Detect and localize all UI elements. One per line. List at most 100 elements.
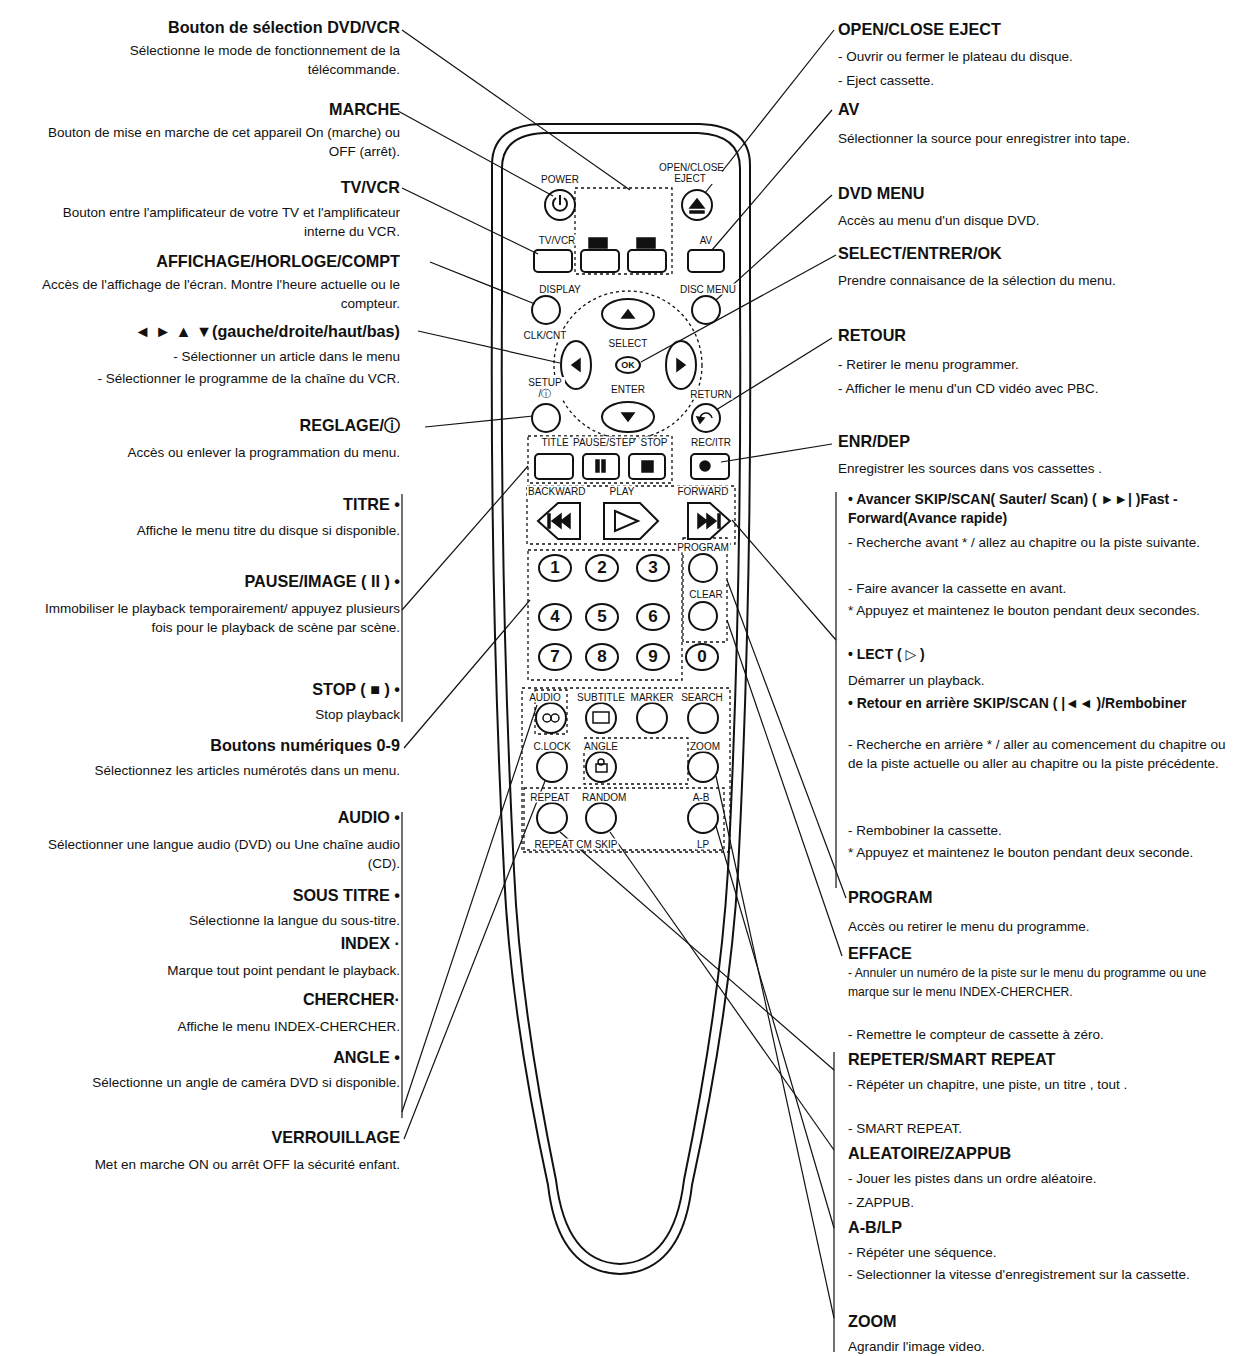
callout-heading: AV xyxy=(838,100,1231,119)
remote-button xyxy=(628,250,666,272)
remote-button xyxy=(689,602,717,630)
remote-button xyxy=(688,803,718,833)
callout-heading: ANGLE • xyxy=(36,1048,400,1067)
button-label: ZOOM xyxy=(689,741,721,752)
number-button: 4 xyxy=(538,603,572,631)
number-button: 3 xyxy=(636,554,670,582)
leader-line xyxy=(404,781,545,1139)
button-icon xyxy=(598,759,604,765)
leader-line xyxy=(401,494,402,722)
callout-text: - Annuler un numéro de la piste sur le m… xyxy=(848,964,1231,1002)
button-label: AV xyxy=(699,235,714,246)
callout-heading: TV/VCR xyxy=(36,178,400,197)
button-number: 2 xyxy=(597,558,606,578)
callout-text: * Appuyez et maintenez le bouton pendant… xyxy=(848,844,1231,863)
remote-button xyxy=(604,503,658,539)
dashed-group-frame xyxy=(528,436,672,483)
button-label: PROGRAM xyxy=(676,542,730,553)
button-label: SEARCH xyxy=(680,692,724,703)
callout-text: - Faire avancer la cassette en avant. xyxy=(848,580,1231,599)
remote-button xyxy=(586,703,616,733)
button-label: PLAY xyxy=(609,486,636,497)
callout-text: - Ouvrir ou fermer le plateau du disque. xyxy=(838,48,1231,67)
remote-button xyxy=(583,454,619,479)
remote-button xyxy=(692,404,720,432)
button-label: SETUP /ⓘ xyxy=(525,377,565,399)
button-label: PAUSE/STEP xyxy=(572,437,634,448)
callout-heading: ◄ ► ▲ ▼(gauche/droite/haut/bas) xyxy=(36,322,400,341)
leader-line xyxy=(430,262,535,304)
leader-line xyxy=(833,1052,834,1352)
callout-text: Enregistrer les sources dans vos cassett… xyxy=(838,460,1231,479)
number-button: 2 xyxy=(585,554,619,582)
callout-heading: REPETER/SMART REPEAT xyxy=(848,1050,1231,1069)
button-label: TITLE xyxy=(540,437,569,448)
callout-heading: RETOUR xyxy=(838,326,1231,345)
leader-line xyxy=(560,832,834,1070)
callout-heading: PROGRAM xyxy=(848,888,1231,907)
callout-heading: ALEATOIRE/ZAPPUB xyxy=(848,1144,1231,1163)
callout-text: Affiche le menu titre du disque si dispo… xyxy=(36,522,400,541)
callout-text: Accès ou retirer le menu du programme. xyxy=(848,918,1231,937)
dashed-group-frame xyxy=(584,738,688,784)
remote-button xyxy=(535,454,573,479)
button-label: FORWARD xyxy=(676,486,729,497)
remote-button xyxy=(602,402,654,432)
remote-button xyxy=(538,503,580,539)
callout-text: Bouton entre l'amplificateur de votre TV… xyxy=(36,204,400,242)
remote-housing xyxy=(492,124,751,1274)
button-icon xyxy=(642,461,653,472)
button-icon xyxy=(551,714,559,722)
leader-line xyxy=(716,338,832,410)
button-label: SELECT xyxy=(608,338,649,349)
dashed-group-frame xyxy=(554,291,702,439)
button-icon xyxy=(543,195,720,772)
button-number: 3 xyxy=(648,558,657,578)
callout-heading: SELECT/ENTRER/OK xyxy=(838,244,1231,263)
callout-heading: Bouton de sélection DVD/VCR xyxy=(36,18,400,37)
leader-line xyxy=(712,110,832,250)
callout-text: - Selectionner la vitesse d'enregistreme… xyxy=(848,1266,1231,1285)
callout-text: - Remettre le compteur de cassette à zér… xyxy=(848,1026,1231,1045)
button-number: 4 xyxy=(550,607,559,627)
button-icon xyxy=(718,514,720,528)
callout-text: Accès ou enlever la programmation du men… xyxy=(36,444,400,463)
number-button: 5 xyxy=(585,603,619,631)
callout-heading: STOP ( ■ ) • xyxy=(36,680,400,699)
dashed-group-frame xyxy=(683,538,727,642)
callout-text: - Sélectionner le programme de la chaîne… xyxy=(36,370,400,389)
button-label: OPEN/CLOSE EJECT xyxy=(658,162,722,184)
callout-text: Démarrer un playback. xyxy=(848,672,1231,691)
dashed-group-frame xyxy=(528,550,682,680)
leader-line xyxy=(610,832,834,1150)
callout-text: * Appuyez et maintenez le bouton pendant… xyxy=(848,602,1231,621)
button-label: ENTER xyxy=(610,384,646,395)
button-icon xyxy=(622,413,634,421)
button-number: 7 xyxy=(550,647,559,667)
callout-text: - Retirer le menu programmer. xyxy=(838,356,1231,375)
number-button: 6 xyxy=(636,603,670,631)
button-icon xyxy=(589,238,607,248)
button-icon xyxy=(596,460,599,472)
leader-line xyxy=(732,520,836,640)
remote-button xyxy=(692,296,720,324)
leader-line xyxy=(641,255,836,362)
callout-heading: REGLAGE/ⓘ xyxy=(36,416,400,435)
callout-heading: OPEN/CLOSE EJECT xyxy=(838,20,1231,39)
button-icon xyxy=(602,460,605,472)
dashed-group-frame xyxy=(575,188,672,274)
callout-text: - Recherche en arrière * / aller au come… xyxy=(848,736,1231,774)
button-number: 1 xyxy=(550,558,559,578)
callout-text: Sélectionne la langue du sous-titre. xyxy=(36,912,400,931)
callout-text: - Eject cassette. xyxy=(838,72,1231,91)
callout-heading: ZOOM xyxy=(848,1312,1231,1331)
callout-text: - Sélectionner un article dans le menu xyxy=(36,348,400,367)
button-label: TV/VCR xyxy=(538,235,577,246)
button-number: 6 xyxy=(648,607,657,627)
remote-housing xyxy=(502,133,741,1264)
callout-text: Sélectionner une langue audio (DVD) ou U… xyxy=(36,836,400,874)
callout-text: Stop playback xyxy=(36,706,400,725)
callout-heading: VERROUILLAGE xyxy=(36,1128,400,1147)
button-number: 0 xyxy=(697,647,706,667)
leader-line xyxy=(404,600,530,748)
